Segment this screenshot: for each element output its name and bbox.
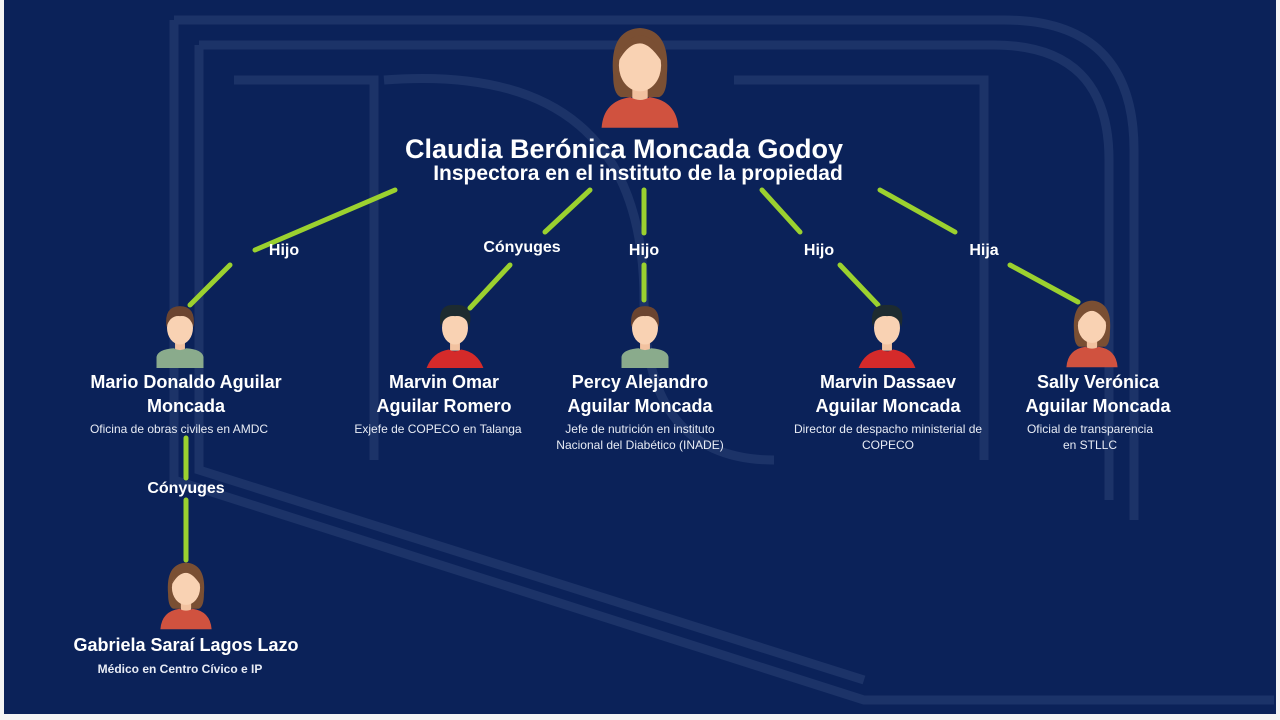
org-chart: Claudia Berónica Moncada Godoy Inspector… [4, 0, 1276, 714]
relation-label: Hija [969, 242, 999, 259]
woman-avatar-icon [592, 22, 688, 128]
person-description: Oficina de obras civiles en AMDC [89, 422, 269, 436]
root-name: Claudia Berónica Moncada Godoy [404, 134, 844, 164]
root-role: Inspectora en el instituto de la propied… [433, 162, 843, 185]
person-description: Médico en Centro Cívico e IP [97, 662, 263, 676]
relation-label: Hijo [268, 242, 300, 259]
relation-label: Cónyuges [147, 480, 225, 497]
boy-avatar-icon [614, 300, 676, 368]
boy-avatar-icon [149, 300, 211, 368]
man-avatar-icon [419, 300, 491, 368]
person-name: Gabriela Saraí Lagos Lazo [73, 635, 299, 655]
woman-avatar-icon [154, 558, 218, 630]
man-avatar-icon [851, 300, 923, 368]
watermark-logo [169, 15, 1274, 705]
relation-label: Hijo [628, 242, 660, 259]
woman-avatar-icon [1060, 296, 1124, 368]
relation-label: Hijo [803, 242, 835, 259]
connector-lines [183, 187, 1081, 563]
person-description: Exjefe de COPECO en Talanga [354, 422, 522, 436]
relation-label: Cónyuges [483, 239, 561, 256]
